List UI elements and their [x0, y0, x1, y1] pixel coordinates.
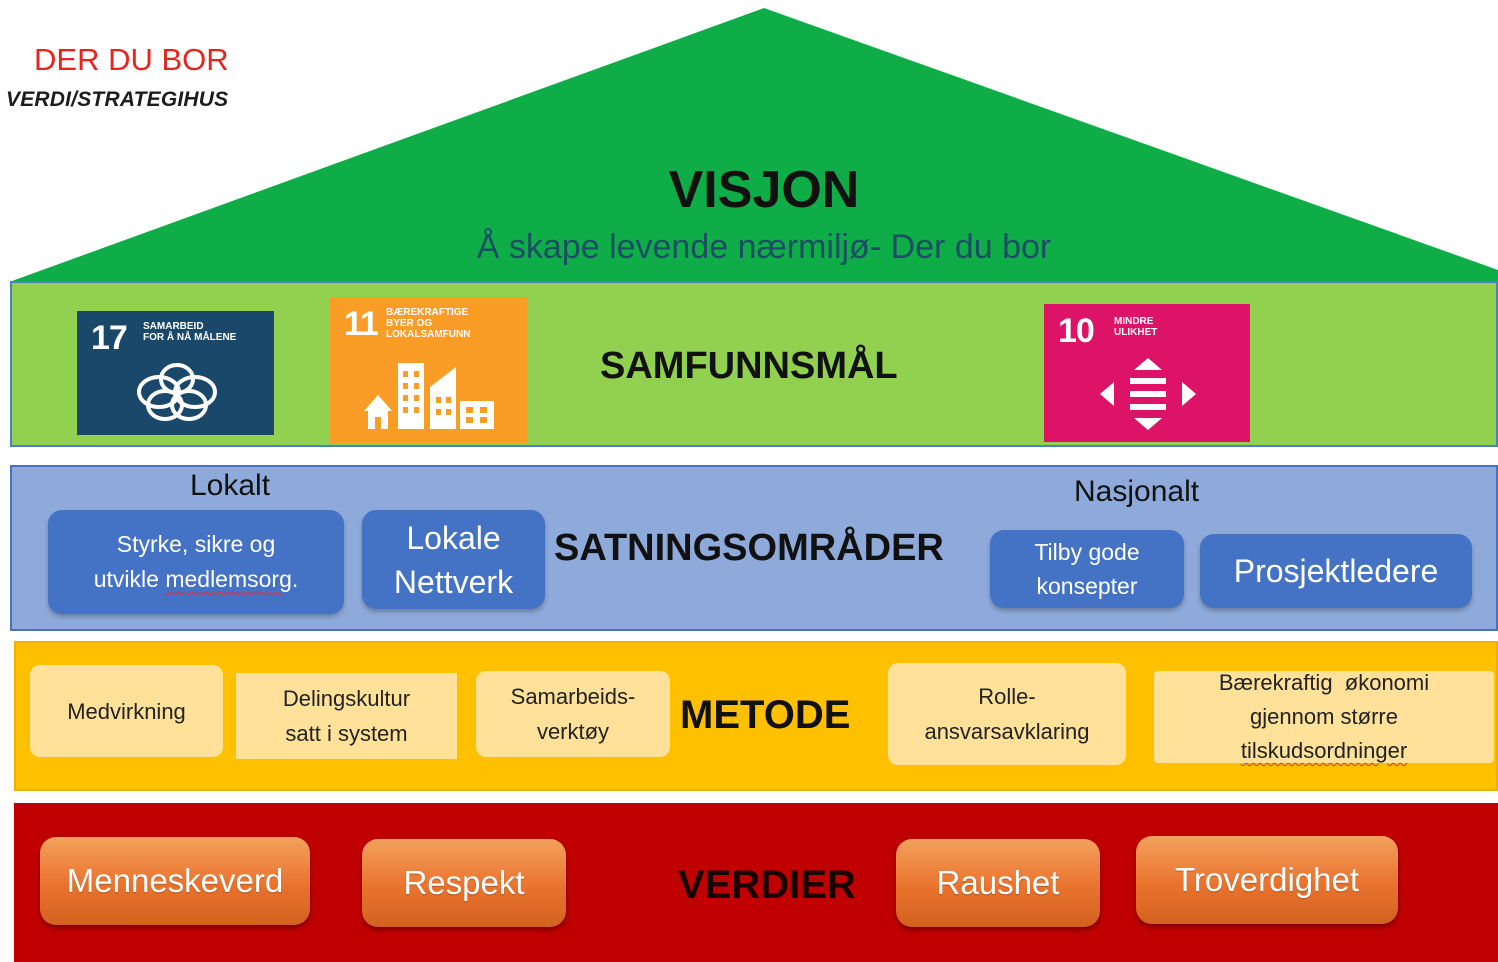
method-role-clarification: Rolle- ansvarsavklaring	[888, 663, 1126, 765]
value-trustworthiness: Troverdighet	[1136, 836, 1398, 924]
method-collaboration-tools: Samarbeids- verktøy	[476, 671, 670, 757]
focus-area-local-networks: Lokale Nettverk	[362, 510, 545, 609]
sdg-caption: MINDRE ULIKHET	[1114, 316, 1158, 338]
metode-label: METODE	[680, 693, 851, 737]
value-respect: Respekt	[362, 839, 566, 927]
method-sharing-culture: Delingskultur satt i system	[236, 673, 457, 759]
sdg-number: 11	[344, 305, 379, 343]
focus-area-project-leaders: Prosjektledere	[1200, 534, 1472, 608]
page-title: DER DU BOR	[34, 42, 229, 77]
method-sustainable-economy: Bærekraftig økonomi gjennom større tilsk…	[1154, 670, 1494, 763]
sdg-caption: SAMARBEID FOR Å NÅ MÅLENE	[143, 321, 237, 343]
vision-statement: Å skape levende nærmiljø- Der du bor	[476, 228, 1052, 266]
satningsomrader-band: Lokalt Nasjonalt Styrke, sikre og utvikl…	[10, 465, 1498, 631]
metode-band: Medvirkning Delingskultur satt i system …	[14, 641, 1498, 791]
city-buildings-icon	[364, 363, 494, 429]
samfunnsmal-band: 17 SAMARBEID FOR Å NÅ MÅLENE 11 BÆREKRAF…	[10, 281, 1498, 447]
value-human-dignity: Menneskeverd	[40, 837, 310, 925]
satningsomrader-label: SATNINGSOMRÅDER	[554, 527, 944, 569]
interlinked-rings-icon	[137, 363, 217, 421]
focus-area-concepts: Tilby gode konsepter	[990, 530, 1184, 608]
page-subtitle: VERDI/STRATEGIHUS	[6, 88, 229, 111]
sdg-10-tile: 10 MINDRE ULIKHET	[1044, 304, 1250, 442]
method-participation: Medvirkning	[30, 665, 223, 757]
value-generosity: Raushet	[896, 839, 1100, 927]
sdg-11-tile: 11 BÆREKRAFTIGE BYER OG LOKALSAMFUNN	[330, 297, 527, 443]
focus-area-member-orgs: Styrke, sikre og utvikle medlemsorg.	[48, 510, 344, 614]
roof-triangle	[12, 8, 1498, 281]
vision-title: VISJON	[668, 161, 860, 219]
sdg-caption: BÆREKRAFTIGE BYER OG LOKALSAMFUNN	[386, 307, 471, 340]
sdg-number: 10	[1058, 312, 1095, 350]
equality-arrows-icon	[1100, 358, 1196, 430]
verdier-band: Menneskeverd Respekt VERDIER Raushet Tro…	[14, 803, 1498, 962]
verdier-label: VERDIER	[678, 863, 856, 907]
samfunnsmal-label: SAMFUNNSMÅL	[600, 345, 898, 387]
sdg-number: 17	[91, 319, 128, 357]
local-heading: Lokalt	[190, 469, 271, 502]
national-heading: Nasjonalt	[1074, 475, 1200, 508]
sdg-17-tile: 17 SAMARBEID FOR Å NÅ MÅLENE	[77, 311, 274, 435]
